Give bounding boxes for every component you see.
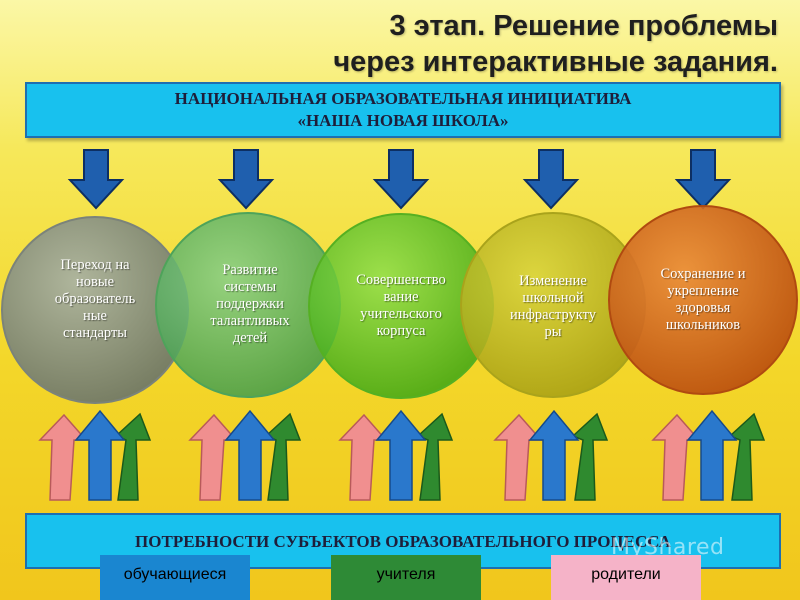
down-arrow-icon bbox=[674, 149, 732, 210]
initiative-line-1: НАЦИОНАЛЬНАЯ ОБРАЗОВАТЕЛЬНАЯ ИНИЦИАТИВА bbox=[174, 89, 632, 108]
up-arrow-blue-icon bbox=[528, 409, 580, 501]
up-arrow-pink-icon bbox=[493, 413, 543, 501]
circle-label-standards: Переход на новые образователь ные станда… bbox=[54, 257, 136, 341]
up-arrow-blue-icon bbox=[375, 409, 427, 501]
initiative-line-2: «НАША НОВАЯ ШКОЛА» bbox=[297, 111, 509, 130]
circle-label-teachers: Совершенство вание учительского корпуса bbox=[356, 272, 446, 339]
down-arrows bbox=[67, 149, 732, 210]
up-arrow-pink-icon bbox=[338, 413, 388, 501]
up-arrow-pink-icon bbox=[188, 413, 238, 501]
tag-parents: родители bbox=[551, 555, 701, 600]
tag-students-label: обучающиеся bbox=[123, 566, 227, 583]
circle-label-health: Сохранение и укрепление здоровья школьни… bbox=[660, 266, 746, 333]
initiative-circles bbox=[1, 205, 798, 404]
up-arrow-pink-icon bbox=[38, 413, 88, 501]
up-arrow-blue-icon bbox=[224, 409, 276, 501]
circle-health bbox=[608, 205, 798, 395]
up-arrow-green-icon bbox=[264, 412, 302, 501]
down-arrow-icon bbox=[67, 149, 125, 210]
slide-title: 3 этап. Решение проблемы через интеракти… bbox=[333, 8, 778, 80]
up-arrow-groups bbox=[38, 409, 766, 501]
up-arrow-blue-icon bbox=[686, 409, 738, 501]
tag-teachers-label: учителя bbox=[376, 566, 436, 583]
up-arrow-green-icon bbox=[114, 412, 152, 501]
up-arrow-green-icon bbox=[571, 412, 609, 501]
tag-students: обучающиеся bbox=[100, 555, 250, 600]
up-arrow-blue-icon bbox=[74, 409, 126, 501]
up-arrow-green-icon bbox=[728, 412, 766, 501]
needs-box-text: ПОТРЕБНОСТИ СУБЪЕКТОВ ОБРАЗОВАТЕЛЬНОГО П… bbox=[135, 532, 671, 551]
down-arrow-icon bbox=[372, 149, 430, 210]
tag-teachers: учителя bbox=[331, 555, 481, 600]
down-arrow-icon bbox=[522, 149, 580, 210]
title-line-2: через интерактивные задания. bbox=[333, 46, 778, 78]
circle-label-infrastructure: Изменение школьной инфраструкту ры bbox=[509, 273, 597, 340]
down-arrow-icon bbox=[217, 149, 275, 210]
tag-parents-label: родители bbox=[591, 566, 661, 583]
title-line-1: 3 этап. Решение проблемы bbox=[389, 10, 779, 42]
circle-label-talented-children: Развитие системы поддержки талантливых д… bbox=[210, 262, 290, 346]
initiative-box: НАЦИОНАЛЬНАЯ ОБРАЗОВАТЕЛЬНАЯ ИНИЦИАТИВА … bbox=[25, 82, 781, 138]
up-arrow-pink-icon bbox=[651, 413, 701, 501]
up-arrow-green-icon bbox=[416, 412, 454, 501]
